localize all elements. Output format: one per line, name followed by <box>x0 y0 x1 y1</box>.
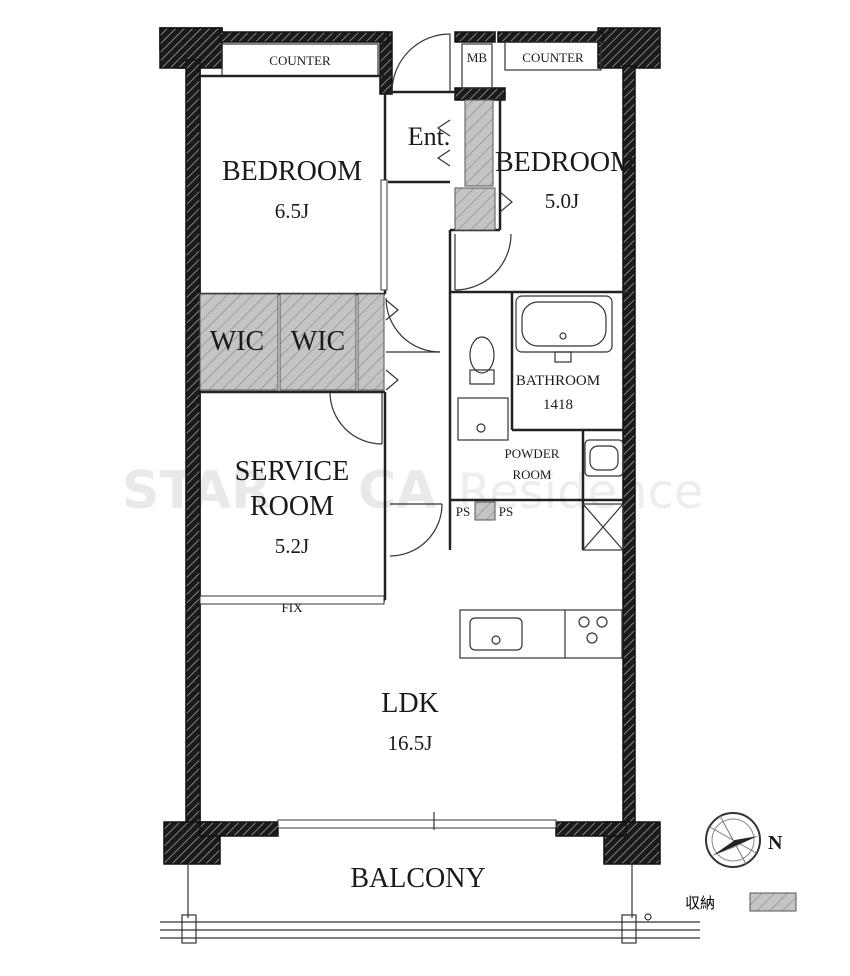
balcony-label: BALCONY <box>350 863 485 894</box>
kitchen-sink-icon <box>469 617 523 651</box>
storage-wic-left <box>199 293 279 391</box>
balcony-area <box>160 864 700 944</box>
bedroom2-label: BEDROOM <box>495 147 635 178</box>
counter-left-label: COUNTER <box>269 53 331 68</box>
wall-mb-bottom <box>454 87 506 101</box>
wall-corner-tr <box>597 27 661 69</box>
balcony-window <box>277 819 557 829</box>
wic1-label: WIC <box>210 326 264 357</box>
kitchen-counter <box>459 609 623 659</box>
wall-top-right <box>497 31 604 43</box>
mb-label: MB <box>467 50 488 65</box>
service-room-label-1: SERVICE <box>235 456 349 487</box>
entrance-label: Ent. <box>408 122 451 151</box>
compass-icon: N <box>705 812 783 868</box>
watermark-text-3: Residence <box>458 464 703 520</box>
bedroom1-label: BEDROOM <box>222 156 362 187</box>
wall-top-left <box>219 31 389 43</box>
storage-areas <box>199 99 797 912</box>
storage-small <box>454 187 496 231</box>
entrance-door-swing <box>391 33 451 93</box>
stove-burner-icon <box>578 616 590 628</box>
room-labels: COUNTER COUNTER MB Ent. BEDROOM 6.5J BED… <box>210 50 715 912</box>
bathroom-label: BATHROOM <box>516 373 600 389</box>
wash-basin-icon <box>584 439 624 477</box>
fix-window <box>199 595 385 605</box>
watermark-text-2: CA <box>358 461 436 521</box>
wall-bottom-left <box>199 821 279 837</box>
washing-machine-icon <box>457 397 509 441</box>
counter-right-label: COUNTER <box>522 50 584 65</box>
fridge-space <box>582 503 624 551</box>
fix-label: FIX <box>282 600 304 615</box>
exterior-walls <box>159 27 661 865</box>
service-room-label-2: ROOM <box>250 491 334 522</box>
wall-bottom-right <box>555 821 627 837</box>
bathroom-size: 1418 <box>543 397 573 413</box>
ldk-label: LDK <box>381 688 439 719</box>
wall-top-mb <box>454 31 496 43</box>
fixtures <box>199 295 624 830</box>
wall-left-strip <box>185 59 201 831</box>
wic2-label: WIC <box>291 326 345 357</box>
counter-right-box <box>504 41 602 71</box>
legend-storage-swatch <box>749 892 797 912</box>
ldk-area: 16.5J <box>388 731 433 755</box>
doors <box>329 33 513 557</box>
compass-north-label: N <box>768 832 783 854</box>
mb-box <box>461 43 493 89</box>
powder-room-label-1: POWDER <box>505 446 560 461</box>
storage-wic-right <box>279 293 357 391</box>
wall-right <box>622 65 636 823</box>
bedroom2-area: 5.0J <box>545 189 579 213</box>
powder-room-label-2: ROOM <box>512 467 551 482</box>
storage-wic-strip <box>357 293 385 391</box>
storage-bedroom2-closet <box>464 99 494 187</box>
toilet-icon <box>469 336 495 374</box>
service-room-area: 5.2J <box>275 534 309 558</box>
storage-ps <box>474 501 496 521</box>
legend-storage-label: 収納 <box>685 894 715 912</box>
ps-label-1: PS <box>456 504 470 519</box>
ps-label-2: PS <box>499 504 513 519</box>
bedroom1-area: 6.5J <box>275 199 309 223</box>
